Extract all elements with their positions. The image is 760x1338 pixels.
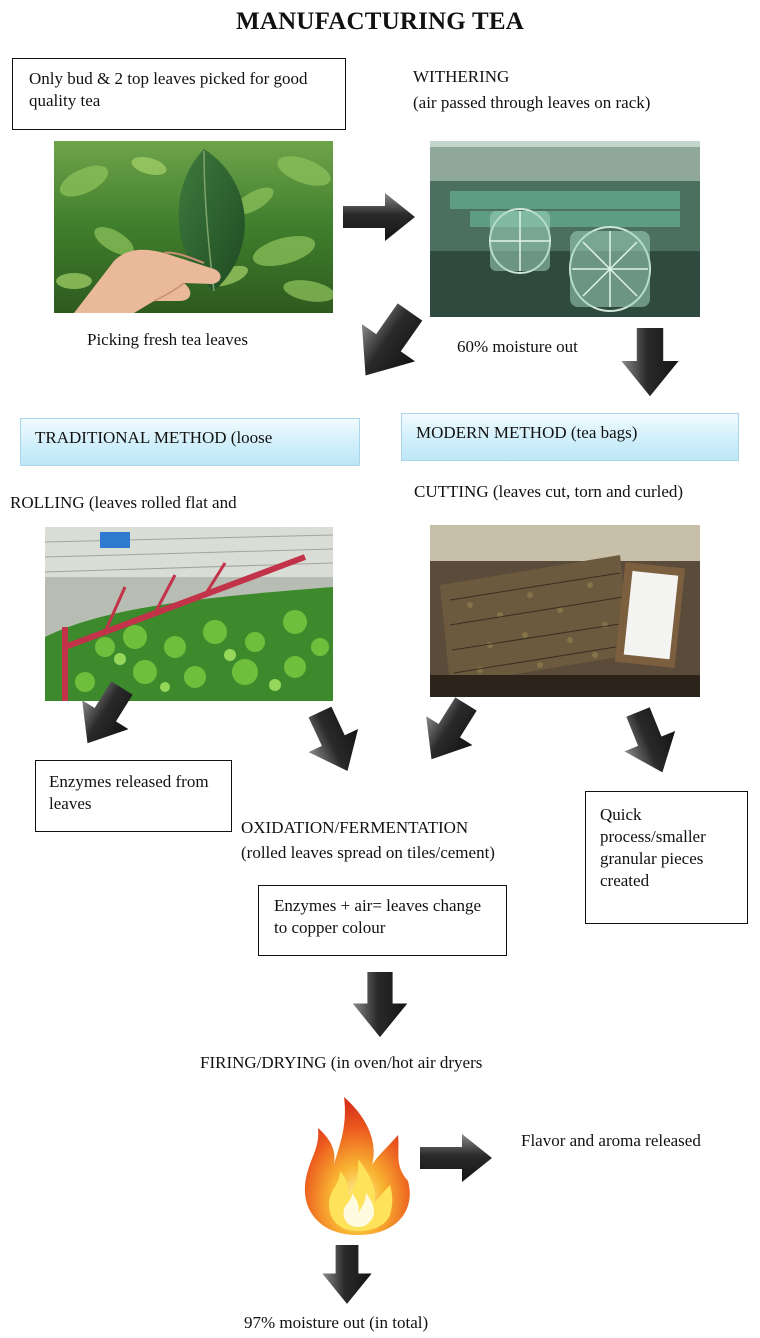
arrow-icon	[352, 972, 408, 1038]
arrow-icon	[408, 689, 490, 774]
arrow-icon	[343, 193, 415, 241]
quick-process-box: Quick process/smaller granular pieces cr…	[585, 791, 748, 924]
arrow-icon	[621, 328, 679, 397]
picking-caption: Picking fresh tea leaves	[87, 330, 248, 349]
withering-heading: WITHERING	[413, 67, 510, 86]
cutting-heading: CUTTING (leaves cut, torn and curled)	[414, 482, 684, 501]
tea-leaf-photo	[54, 141, 333, 313]
withering-subheading: (air passed through leaves on rack)	[413, 93, 651, 112]
arrow-icon	[322, 1245, 372, 1304]
copper-colour-box: Enzymes + air= leaves change to copper c…	[258, 885, 507, 956]
firing-heading: FIRING/DRYING (in oven/hot air dryers	[200, 1053, 483, 1072]
withering-result: 60% moisture out	[457, 337, 578, 356]
withering-fans-photo	[430, 141, 700, 317]
arrow-icon	[295, 700, 373, 783]
cutting-machine-photo	[430, 525, 700, 697]
arrow-icon	[338, 293, 437, 395]
arrow-icon	[64, 673, 146, 758]
traditional-method-box: TRADITIONAL METHOD (loose	[20, 418, 360, 466]
arrow-icon	[612, 701, 688, 783]
oxidation-heading: OXIDATION/FERMENTATION	[241, 818, 469, 837]
flame-icon	[298, 1093, 418, 1238]
diagram-title: MANUFACTURING TEA	[236, 8, 524, 35]
rolling-heading: ROLLING (leaves rolled flat and	[10, 493, 237, 512]
arrow-icon	[420, 1134, 492, 1182]
final-moisture-result: 97% moisture out (in total)	[244, 1313, 429, 1332]
picking-note-box: Only bud & 2 top leaves picked for good …	[12, 58, 346, 130]
enzymes-released-box: Enzymes released from leaves	[35, 760, 232, 832]
oxidation-subheading: (rolled leaves spread on tiles/cement)	[241, 843, 495, 862]
modern-method-box: MODERN METHOD (tea bags)	[401, 413, 739, 461]
flavor-note: Flavor and aroma released	[521, 1131, 701, 1150]
rolling-machine-photo	[45, 527, 333, 701]
